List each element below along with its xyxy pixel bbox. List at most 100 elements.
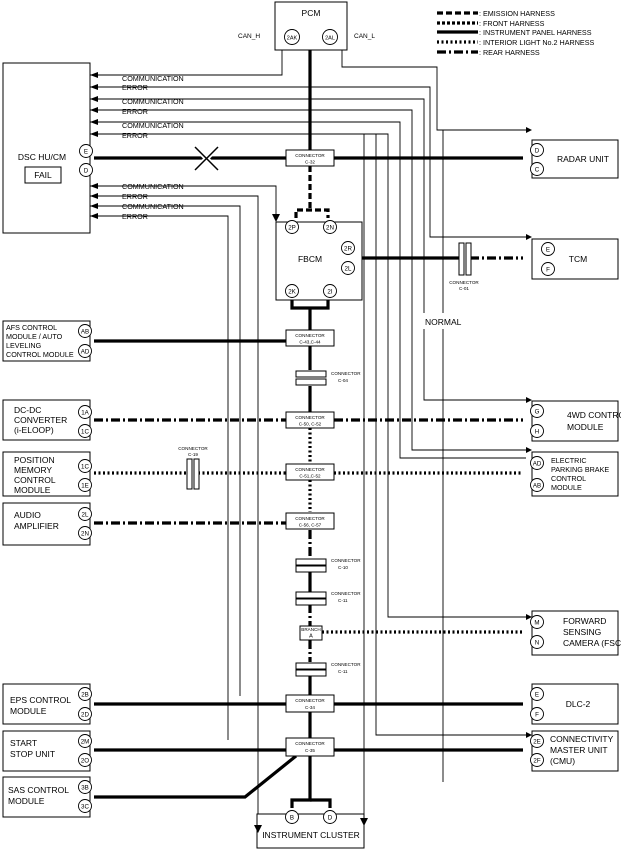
pin-label: AB	[81, 329, 89, 336]
dcdc-line-1: DC-DC	[14, 405, 41, 415]
pin-label: 1E	[81, 483, 89, 490]
pin-label: 2P	[288, 225, 296, 232]
pin-label: G	[535, 409, 540, 416]
legend-instrument: : INSTRUMENT PANEL HARNESS	[479, 28, 592, 37]
pin-label: 2N	[326, 225, 334, 232]
comm-label-1: COMMUNICATION	[122, 74, 184, 83]
pin-label: D	[328, 815, 333, 822]
connector-c10: CONNECTOR C-10	[295, 558, 361, 573]
connector-c32: CONNECTOR C-32	[285, 149, 335, 167]
communication-break-x	[193, 145, 220, 172]
pos-line-2: MEMORY	[14, 465, 52, 475]
pin-label: 2M	[81, 739, 90, 746]
error-label-5: ERROR	[122, 212, 148, 221]
normal-label: NORMAL	[425, 317, 462, 327]
pin-label: 1C	[81, 464, 89, 471]
branch-a: BRANCH A	[299, 625, 323, 641]
connector-word: CONNECTOR	[331, 591, 361, 596]
cmu-line-1: CONNECTIVITY	[550, 734, 614, 744]
connector-c51-c52: CONNECTOR C-51,C-52	[285, 463, 335, 481]
pin-label: F	[535, 712, 539, 719]
pin-label: N	[535, 640, 539, 647]
connector-word: CONNECTOR	[295, 741, 325, 746]
connector-word: CONNECTOR	[295, 698, 325, 703]
epb-line-2: PARKING BRAKE	[551, 465, 609, 474]
connector-id: C-19	[188, 452, 198, 457]
pin-label: H	[535, 429, 539, 436]
legend-rear: : REAR HARNESS	[479, 48, 540, 57]
pin-label: E	[546, 247, 550, 254]
connector-word: CONNECTOR	[295, 467, 325, 472]
tcm-module: TCM E F	[531, 238, 619, 280]
forward-sensing-camera-module: FORWARD SENSING CAMERA (FSC) M N	[530, 610, 621, 656]
can-l-label: CAN_L	[354, 33, 375, 40]
legend-front: : FRONT HARNESS	[479, 19, 545, 28]
audio-line-1: AUDIO	[14, 510, 41, 520]
connector-word: CONNECTOR	[331, 662, 361, 667]
pin-label: D	[84, 168, 89, 175]
epb-line-1: ELECTRIC	[551, 456, 587, 465]
eps-control-module: EPS CONTROL MODULE 2B 2D	[2, 683, 92, 725]
connector-c43-c44: CONNECTOR C-43,C-44	[285, 329, 335, 347]
error-label-1: ERROR	[122, 83, 148, 92]
cmu-line-2: MASTER UNIT	[550, 745, 608, 755]
position-memory-module: POSITION MEMORY CONTROL MODULE 1C 1E	[2, 451, 92, 497]
pin-label: AB	[533, 483, 541, 490]
connector-c50-c52: CONNECTOR C-50, C-52	[285, 411, 335, 429]
connector-word: CONNECTOR	[295, 516, 325, 521]
connector-id: C-11	[338, 598, 348, 603]
connector-c19: CONNECTOR C-19	[178, 446, 208, 490]
pcm-module: PCM 2AK 2AL	[274, 1, 348, 51]
afs-line-4: CONTROL MODULE	[6, 350, 74, 359]
wd4-line-1: 4WD CONTROL	[567, 410, 621, 420]
ss-line-2: STOP UNIT	[10, 749, 55, 759]
instrument-cluster-module: INSTRUMENT CLUSTER B D	[256, 810, 365, 849]
pin-label: 2L	[82, 512, 89, 519]
pin-label: 1A	[81, 410, 89, 417]
pcm-label: PCM	[302, 8, 321, 18]
connector-c01: CONNECTOR C-01	[449, 242, 479, 291]
connectivity-master-unit-module: CONNECTIVITY MASTER UNIT (CMU) 2E 2F	[530, 730, 619, 772]
pin-label: E	[84, 149, 88, 156]
fsc-line-3: CAMERA (FSC)	[563, 638, 621, 648]
dcdc-line-3: (i-ELOOP)	[14, 425, 54, 435]
dcdc-converter-module: DC-DC CONVERTER (i-ELOOP) 1A 1C	[2, 399, 92, 441]
start-stop-unit-module: START STOP UNIT 2M 2O	[2, 730, 92, 772]
connector-c11-lower: CONNECTOR C-11	[295, 662, 361, 677]
dlc-2-module: DLC-2 E F	[530, 683, 619, 725]
comm-label-5: COMMUNICATION	[122, 202, 184, 211]
pin-label: 3B	[81, 785, 89, 792]
pin-label: 2D	[81, 712, 89, 719]
afs-line-1: AFS CONTROL	[6, 323, 57, 332]
comm-label-3: COMMUNICATION	[122, 121, 184, 130]
fsc-line-2: SENSING	[563, 627, 601, 637]
pos-line-3: CONTROL	[14, 475, 56, 485]
connector-word: CONNECTOR	[449, 280, 479, 285]
pin-label: 2O	[81, 758, 89, 765]
epb-line-4: MODULE	[551, 483, 582, 492]
connector-id: C-01	[459, 286, 469, 291]
fail-indicator: FAIL	[34, 170, 52, 180]
cmu-line-3: (CMU)	[550, 756, 575, 766]
electric-parking-brake-module: ELECTRIC PARKING BRAKE CONTROL MODULE AD…	[530, 451, 619, 497]
connector-id: C-32	[305, 160, 315, 165]
afs-line-2: MODULE / AUTO	[6, 332, 63, 341]
comm-label-2: COMMUNICATION	[122, 97, 184, 106]
dlc-label: DLC-2	[566, 699, 591, 709]
pin-label: F	[546, 267, 550, 274]
connector-word: CONNECTOR	[295, 153, 325, 158]
signal-wires	[90, 36, 532, 832]
pin-label: C	[535, 167, 540, 174]
pin-label: 2F	[533, 758, 540, 765]
pin-label: 3C	[81, 804, 89, 811]
sas-line-2: MODULE	[8, 796, 45, 806]
legend-interior: : INTERIOR LIGHT No.2 HARNESS	[479, 38, 594, 47]
dcdc-line-2: CONVERTER	[14, 415, 67, 425]
connector-c04: CONNECTOR C-04	[295, 370, 361, 386]
4wd-control-module: 4WD CONTROL MODULE G H	[530, 400, 621, 442]
eps-line-1: EPS CONTROL	[10, 695, 71, 705]
connector-id: C-04	[338, 378, 348, 383]
audio-line-2: AMPLIFIER	[14, 521, 59, 531]
pin-label: 2I	[327, 289, 332, 296]
fbcm-label: FBCM	[298, 254, 322, 264]
